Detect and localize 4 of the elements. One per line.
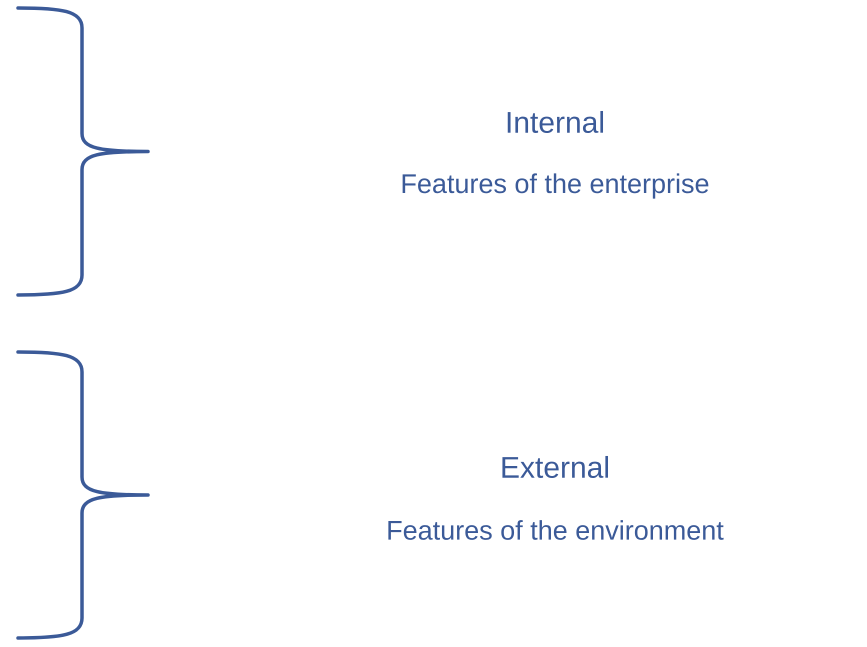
subtitle: Features of the enterprise (402, 173, 708, 199)
heading: Internal (508, 110, 604, 133)
subtitle: Features of the environment (388, 520, 724, 540)
heading: External (502, 456, 608, 478)
